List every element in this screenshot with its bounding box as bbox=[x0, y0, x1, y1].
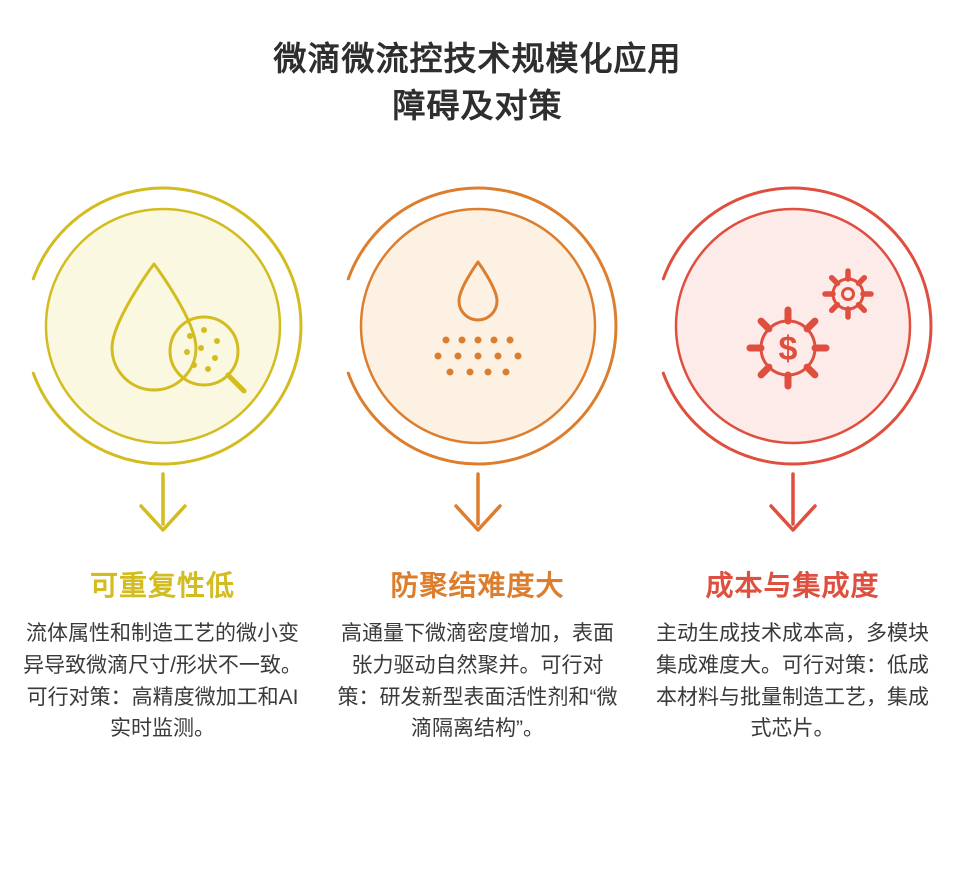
page-title-line-2: 障碍及对策 bbox=[392, 86, 563, 124]
droplet-magnifier-icon bbox=[110, 262, 246, 394]
page-title: 微滴微流控技术规模化应用 障碍及对策 bbox=[0, 36, 955, 130]
column-heading: 成本与集成度 bbox=[705, 569, 880, 601]
outer-circle-stroke bbox=[346, 186, 617, 466]
column-coalescence: 防聚结难度大 高通量下微滴密度增加，表面张力驱动自然聚并。可行对策：研发新型表面… bbox=[330, 178, 625, 746]
cost-integration-graphic: $ bbox=[661, 186, 932, 532]
column-body: 主动生成技术成本高，多模块集成难度大。可行对策：低成本材料与批量制造工艺，集成式… bbox=[656, 621, 929, 741]
droplet-dots bbox=[434, 336, 521, 376]
column-repeatability: 可重复性低 流体属性和制造工艺的微小变异导致微滴尺寸/形状不一致。可行对策：高精… bbox=[15, 178, 310, 746]
inner-circle bbox=[674, 207, 911, 444]
column-heading: 可重复性低 bbox=[89, 569, 235, 601]
outer-circle-stroke bbox=[661, 186, 932, 466]
gear-dollar-icon: $ bbox=[746, 267, 874, 390]
down-arrow-icon bbox=[453, 471, 502, 532]
page-title-line-1: 微滴微流控技术规模化应用 bbox=[273, 40, 682, 77]
droplet-spray-icon bbox=[434, 260, 521, 376]
inner-circle bbox=[359, 207, 596, 444]
down-arrow-icon bbox=[768, 471, 817, 532]
repeatability-graphic bbox=[31, 186, 302, 532]
column-body: 流体属性和制造工艺的微小变异导致微滴尺寸/形状不一致。可行对策：高精度微加工和A… bbox=[23, 621, 302, 741]
column-body: 高通量下微滴密度增加，表面张力驱动自然聚并。可行对策：研发新型表面活性剂和“微滴… bbox=[337, 621, 618, 741]
outer-circle-stroke bbox=[31, 186, 302, 466]
down-arrow-icon bbox=[138, 471, 187, 532]
column-heading: 防聚结难度大 bbox=[390, 569, 565, 601]
column-cost-integration: $ 成本与集成度 主动生成技术成本高，多模块集成难度大。可行对策：低成本材料与批… bbox=[645, 178, 940, 746]
coalescence-graphic bbox=[346, 186, 617, 532]
particle-dots bbox=[183, 326, 220, 372]
inner-circle bbox=[44, 207, 281, 444]
dollar-sign: $ bbox=[778, 330, 797, 368]
columns-row: 可重复性低 流体属性和制造工艺的微小变异导致微滴尺寸/形状不一致。可行对策：高精… bbox=[0, 178, 955, 746]
